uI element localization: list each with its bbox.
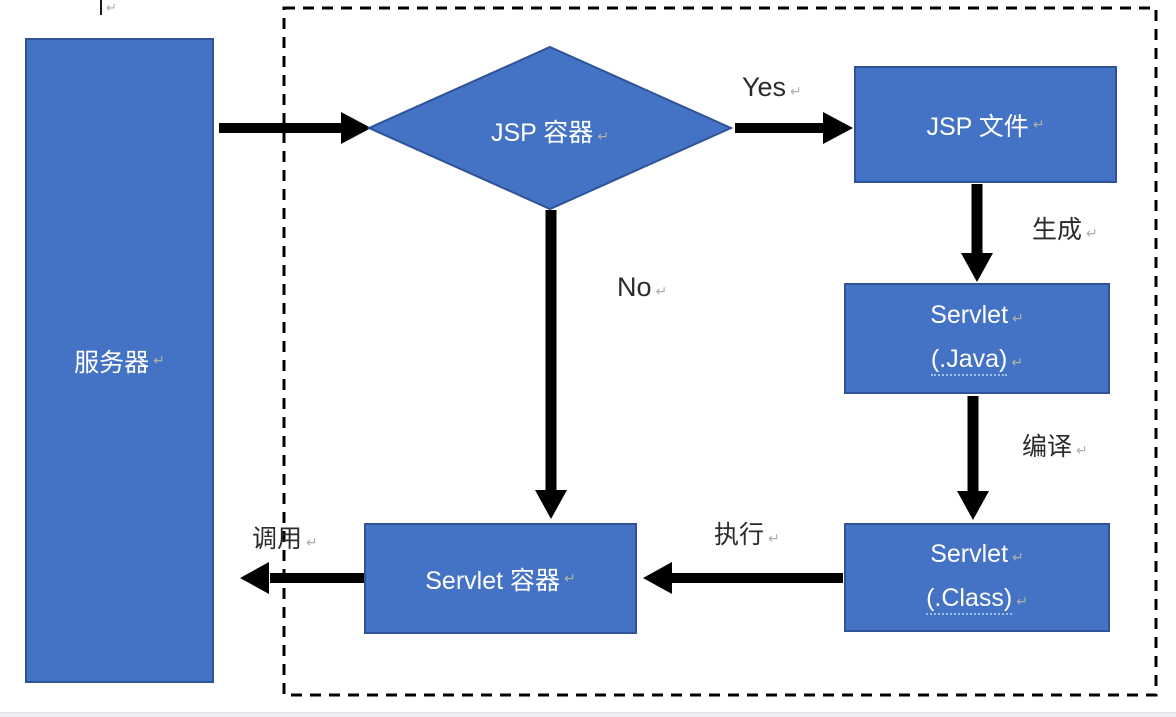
servlet-class-line2: (.Class)↵: [926, 578, 1028, 622]
servlet-container-node[interactable]: Servlet 容器↵: [364, 523, 637, 634]
paragraph-mark: ↵: [768, 530, 780, 546]
paragraph-mark: ↵: [306, 534, 318, 550]
servlet-java-line2: (.Java)↵: [930, 339, 1024, 383]
dashed-boundary[interactable]: [282, 6, 1158, 697]
edge-label-invoke: 调用↵: [252, 525, 318, 553]
arrow-jsp-file-to-servlet-java[interactable]: [961, 184, 993, 282]
edge-label-compile: 编译↵: [1022, 433, 1088, 461]
edge-label-execute: 执行↵: [714, 521, 780, 549]
paragraph-mark: ↵: [153, 352, 165, 368]
edge-label-no: No↵: [617, 272, 668, 302]
arrow-jsp-container-to-jsp-file[interactable]: [735, 112, 853, 144]
edge-label-yes: Yes↵: [742, 72, 802, 102]
server-node[interactable]: 服务器↵: [25, 38, 214, 683]
paragraph-mark: ↵: [106, 0, 117, 15]
paragraph-mark: ↵: [1086, 225, 1098, 241]
servlet-java-node[interactable]: Servlet↵ (.Java)↵: [844, 283, 1110, 394]
arrow-servlet-java-to-servlet-class[interactable]: [957, 396, 989, 520]
arrow-server-to-jsp-container[interactable]: [219, 112, 371, 144]
paragraph-mark: ↵: [1076, 442, 1088, 458]
paragraph-mark: ↵: [1032, 116, 1045, 132]
jsp-file-node[interactable]: JSP 文件↵: [854, 66, 1117, 183]
paragraph-mark: ↵: [1012, 309, 1024, 326]
arrow-servlet-container-to-out[interactable]: [240, 562, 364, 594]
servlet-class-line1: Servlet↵: [930, 539, 1024, 568]
paragraph-mark: ↵: [564, 570, 576, 586]
servlet-class-node[interactable]: Servlet↵ (.Class)↵: [844, 523, 1110, 632]
paragraph-mark: ↵: [1016, 592, 1028, 609]
edge-label-generate: 生成↵: [1032, 216, 1098, 244]
jsp-container-diamond[interactable]: [366, 45, 734, 211]
servlet-container-label: Servlet 容器: [425, 566, 561, 595]
paragraph-mark: ↵: [1012, 548, 1024, 565]
server-label: 服务器: [74, 348, 150, 377]
paragraph-mark: ↵: [790, 83, 802, 99]
servlet-java-line1: Servlet↵: [930, 300, 1024, 329]
paragraph-mark: ↵: [1011, 353, 1024, 370]
arrow-servlet-class-to-servlet-container[interactable]: [643, 562, 843, 594]
paragraph-mark: ↵: [597, 128, 610, 144]
arrow-jsp-container-to-servlet-container[interactable]: [535, 210, 567, 519]
jsp-container-label-wrap: JSP 容器↵: [440, 113, 660, 149]
jsp-container-label: JSP 容器: [490, 119, 594, 147]
paragraph-mark: ↵: [655, 283, 668, 299]
jsp-file-label: JSP 文件: [926, 112, 1029, 141]
page-bottom-edge: [0, 712, 1176, 717]
